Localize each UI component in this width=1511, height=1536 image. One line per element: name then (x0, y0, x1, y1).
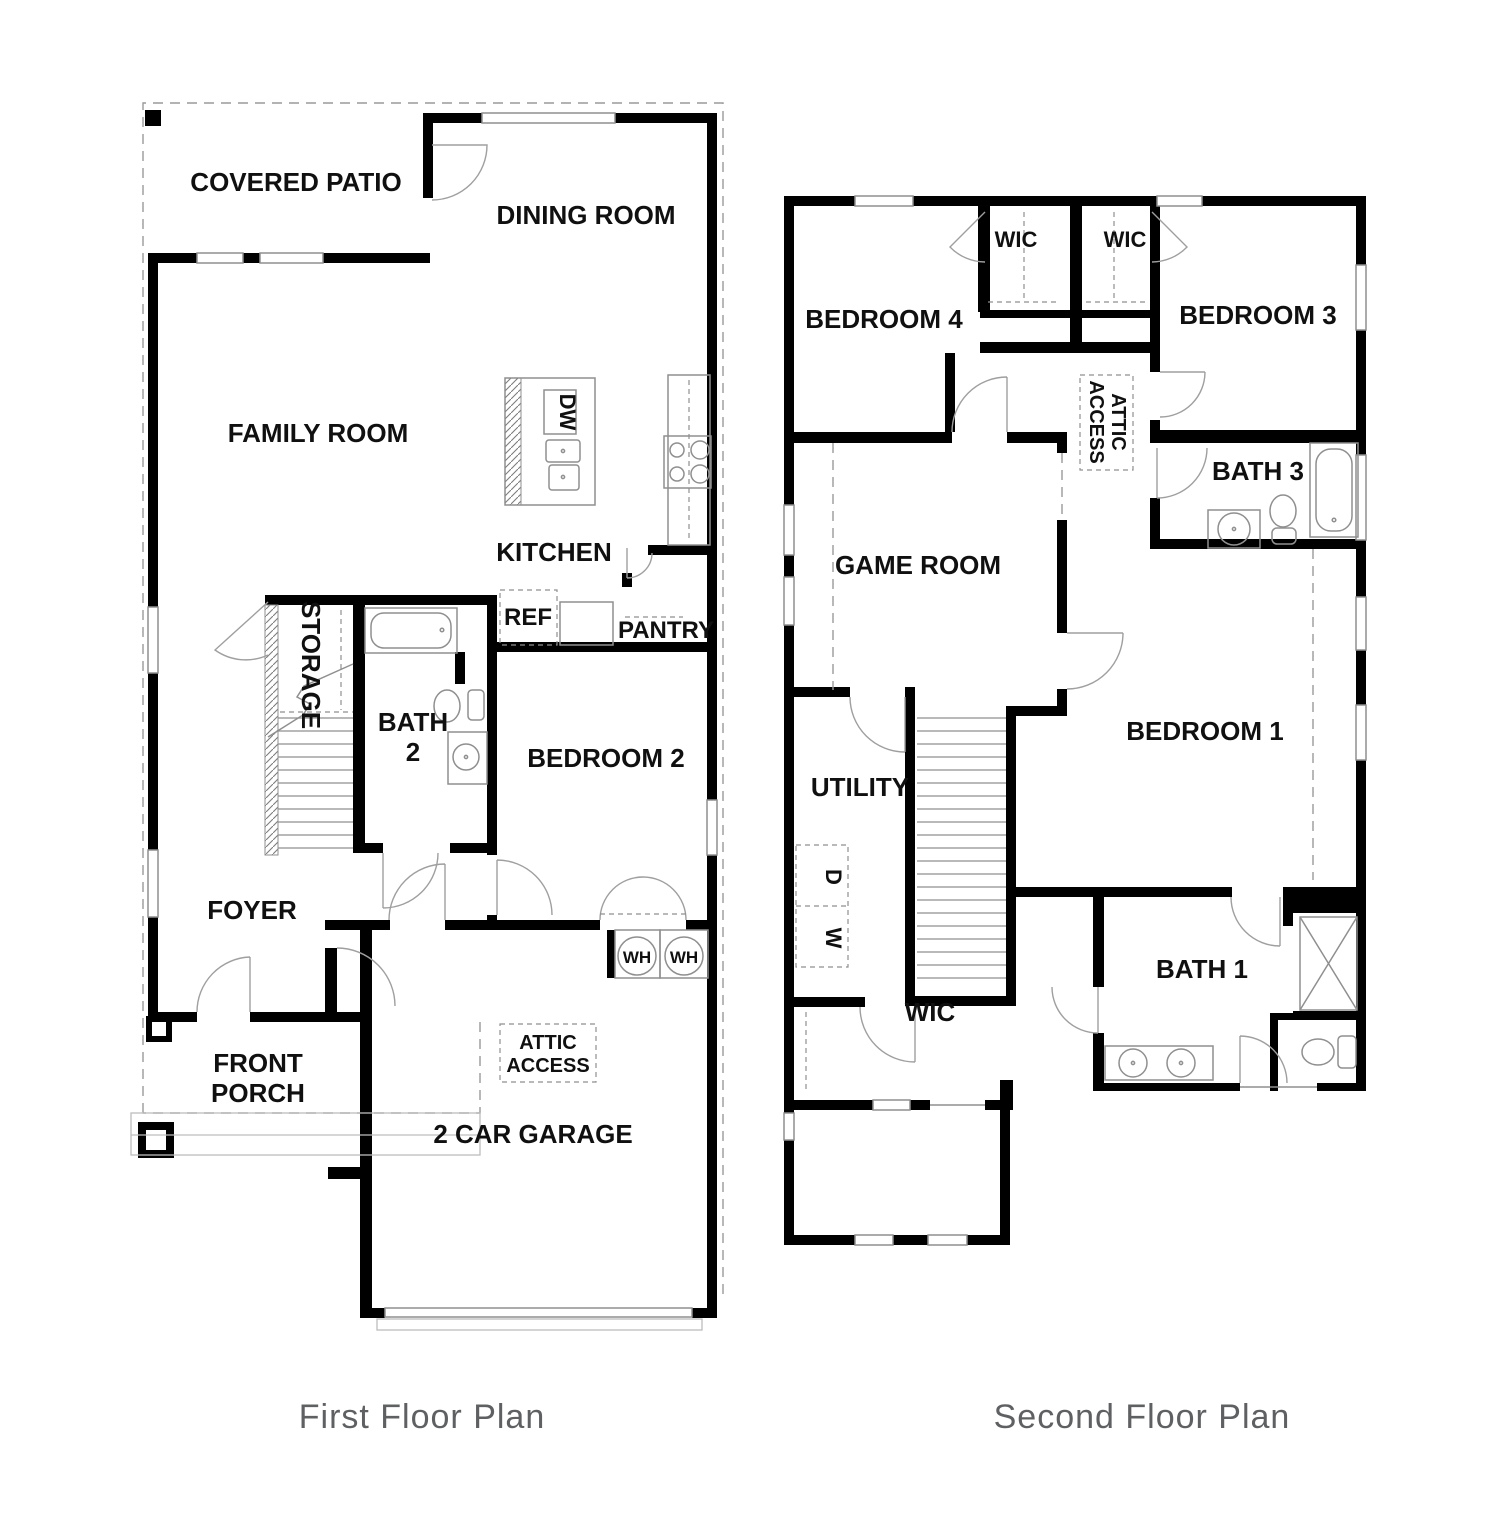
second-floor-dashes (832, 443, 1314, 880)
bedroom4-label: BEDROOM 4 (805, 304, 963, 334)
front-porch-label-line1: FRONT (213, 1048, 303, 1078)
bedroom2-label: BEDROOM 2 (527, 743, 684, 773)
water-heater-left-label: WH (623, 948, 651, 967)
dining-room-label: DINING ROOM (496, 200, 675, 230)
front-porch-label-line2: PORCH (211, 1078, 305, 1108)
bath3-fixtures (1207, 442, 1359, 549)
attic-access-box-second (1079, 374, 1134, 471)
storage-label: STORAGE (296, 601, 326, 729)
stove-counter (663, 374, 712, 546)
attic-access-box-first (499, 1023, 597, 1083)
second-floor-labels: WIC WIC BEDROOM 4 BEDROOM 3 ATTIC ACCESS… (805, 227, 1336, 1027)
attic-access-second-line1: ATTIC (1107, 393, 1129, 450)
refrigerator-label: REF (504, 604, 552, 631)
water-heater-right-label: WH (670, 948, 698, 967)
bath2-label-line2: 2 (406, 737, 420, 767)
bath1-label: BATH 1 (1156, 954, 1248, 984)
first-floor-caption: First Floor Plan (299, 1398, 546, 1436)
second-floor-windows (783, 195, 1367, 1246)
pantry-label: PANTRY (618, 617, 714, 644)
garage-label: 2 CAR GARAGE (433, 1119, 632, 1149)
dishwasher-label: DW (555, 394, 580, 431)
kitchen-label: KITCHEN (496, 537, 612, 567)
garage-door (376, 1307, 703, 1331)
attic-access-first-line2: ACCESS (506, 1055, 589, 1077)
first-floor-labels: COVERED PATIO DINING ROOM FAMILY ROOM KI… (190, 167, 714, 1149)
bath1-fixtures (1104, 916, 1358, 1081)
family-room-label: FAMILY ROOM (228, 418, 409, 448)
water-heater-closet (614, 929, 709, 979)
stairs-second-floor (917, 717, 1006, 979)
first-floor-doors (196, 144, 687, 1013)
stair-hatched-wall (264, 604, 279, 856)
bedroom3-label: BEDROOM 3 (1179, 300, 1336, 330)
kitchen-island (504, 377, 596, 506)
utility-washer-dryer (795, 844, 849, 968)
first-floor-plan: COVERED PATIO DINING ROOM FAMILY ROOM KI… (130, 102, 724, 1331)
refrigerator-space (499, 589, 614, 646)
bedroom1-label: BEDROOM 1 (1126, 716, 1283, 746)
game-room-label: GAME ROOM (835, 550, 1001, 580)
second-floor-plan: WIC WIC BEDROOM 4 BEDROOM 3 ATTIC ACCESS… (783, 195, 1367, 1246)
bath2-label-line1: BATH (378, 707, 448, 737)
stairs-first-floor (267, 610, 354, 849)
second-floor-caption: Second Floor Plan (994, 1398, 1291, 1436)
bath2-fixtures (364, 607, 488, 785)
foyer-label: FOYER (207, 895, 297, 925)
wic-left-label: WIC (995, 227, 1038, 252)
wic-right-label: WIC (1104, 227, 1147, 252)
first-floor-walls (145, 110, 717, 1318)
utility-label: UTILITY (811, 772, 909, 802)
washer-label: W (821, 928, 846, 949)
first-floor-windows (147, 112, 718, 918)
second-floor-walls (784, 196, 1366, 1245)
dryer-label: D (821, 869, 846, 885)
bath3-label: BATH 3 (1212, 456, 1304, 486)
wic-closet-rods (805, 212, 1146, 1090)
second-floor-doors (849, 211, 1317, 1106)
attic-access-second-line2: ACCESS (1085, 380, 1107, 463)
attic-access-first-line1: ATTIC (519, 1032, 576, 1054)
porch-steps (130, 1112, 481, 1156)
wic-main-label: WIC (905, 997, 956, 1027)
covered-patio-label: COVERED PATIO (190, 167, 401, 197)
